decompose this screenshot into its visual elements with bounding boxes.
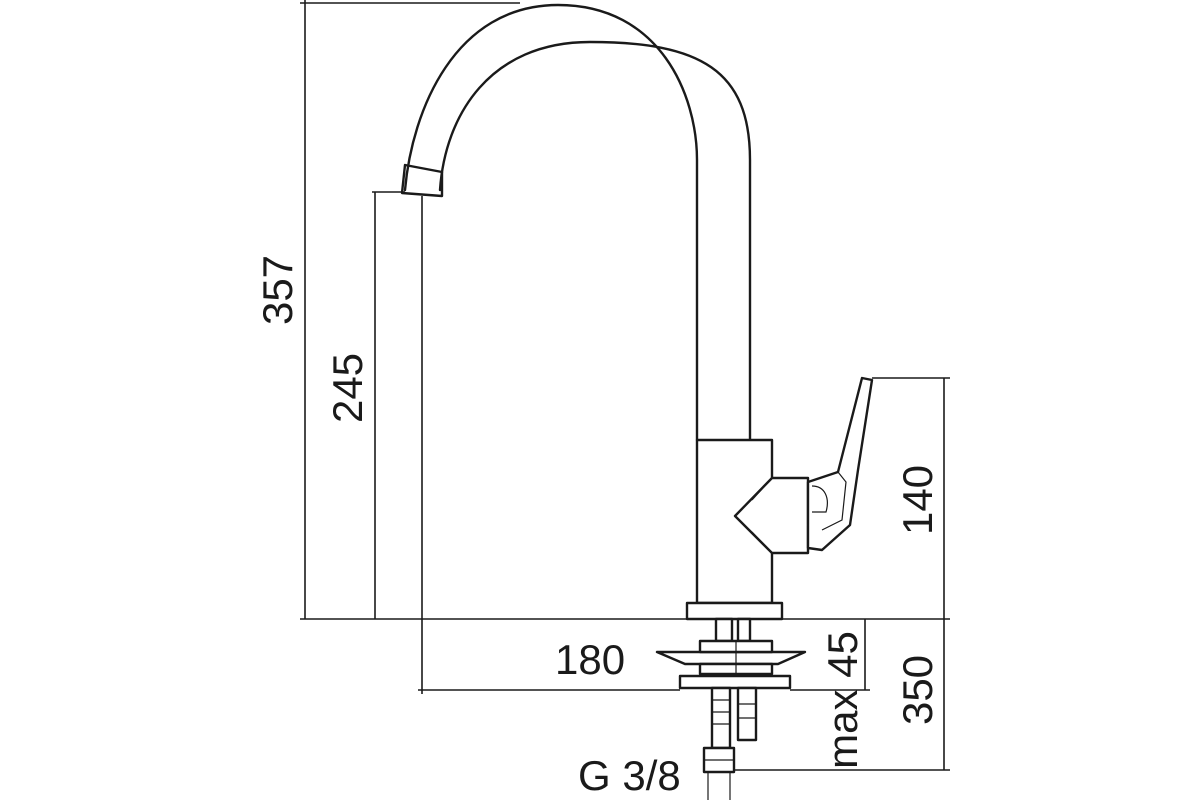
flex-hose-right [736, 686, 758, 742]
faucet-outline [400, 3, 874, 621]
flex-hose-left [710, 686, 732, 750]
spout-nozzle [400, 163, 444, 198]
dimension-labels: 357 245 140 180 max 45 350 G 3/8 [254, 255, 941, 799]
dim-connection-thread: G 3/8 [578, 752, 681, 799]
dim-max-thickness: max 45 [819, 631, 866, 769]
mixer-body [733, 476, 810, 555]
lever-hinge [811, 485, 828, 513]
dim-hose-length: 350 [894, 655, 941, 725]
base-flange [685, 601, 784, 621]
mounting-hardware [655, 617, 807, 800]
dim-spout-height: 245 [324, 353, 371, 423]
dim-overall-height: 357 [254, 255, 301, 325]
mixer-body-facet [751, 477, 773, 554]
threaded-shank [714, 617, 734, 643]
lever-inner-line [821, 471, 847, 531]
threaded-shank-2 [736, 617, 752, 643]
lever-handle [806, 376, 874, 552]
dim-spout-reach: 180 [555, 636, 625, 683]
mounting-plate [655, 650, 807, 666]
spout-inner-contour [438, 40, 752, 442]
dimension-lines [300, 0, 950, 771]
fixing-nut [678, 674, 792, 690]
spout-outer-contour [403, 3, 699, 442]
dim-lever-height: 140 [894, 465, 941, 535]
